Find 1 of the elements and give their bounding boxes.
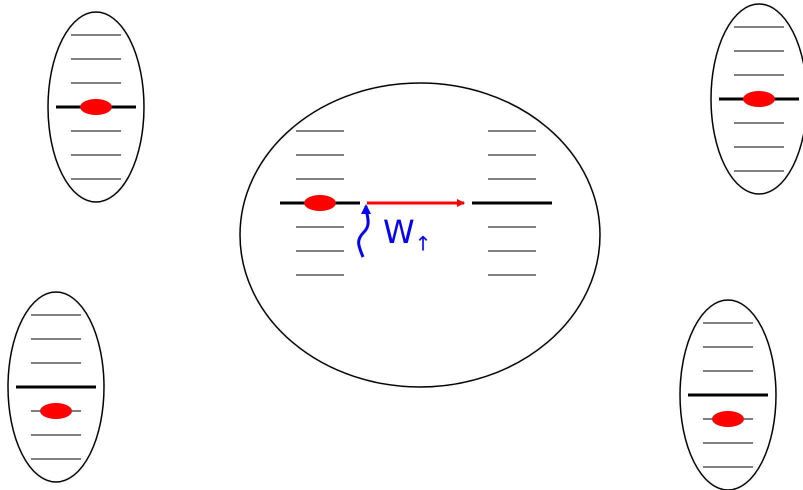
symbol-label: W$_{↑}$ [383, 216, 432, 254]
